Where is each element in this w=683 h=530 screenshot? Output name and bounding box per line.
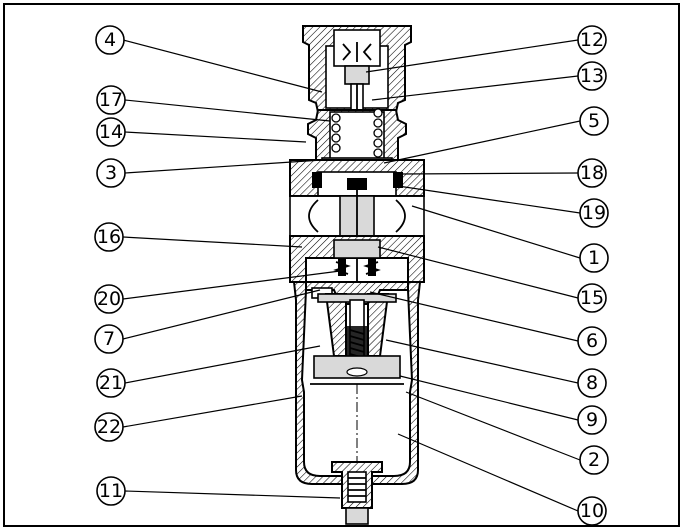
callout-label: 1 <box>588 247 600 269</box>
callout-20: 20 <box>94 284 124 314</box>
callout-label: 14 <box>99 121 123 143</box>
callout-1: 1 <box>579 243 609 273</box>
callout-label: 2 <box>588 449 600 471</box>
callout-22: 22 <box>94 412 124 442</box>
o-ring-right <box>393 172 403 188</box>
callout-label: 8 <box>586 372 598 394</box>
callout-label: 7 <box>103 328 115 350</box>
baffle <box>313 355 401 379</box>
drain-valve <box>347 471 367 503</box>
callout-13: 13 <box>577 61 607 91</box>
callout-5: 5 <box>579 106 609 136</box>
callout-label: 17 <box>99 89 123 111</box>
leader-lines <box>122 39 581 512</box>
callout-16: 16 <box>94 222 124 252</box>
regulating-spring <box>331 108 383 158</box>
valve-seat-top <box>347 178 367 190</box>
callout-8: 8 <box>577 368 607 398</box>
callout-label: 20 <box>97 288 121 310</box>
filter-bowl <box>292 281 422 485</box>
callout-11: 11 <box>96 476 126 506</box>
callout-label: 3 <box>105 162 117 184</box>
port-threads <box>308 199 406 233</box>
callout-label: 9 <box>586 409 598 431</box>
callout-label: 16 <box>97 226 121 248</box>
screw-nut <box>344 65 370 85</box>
filter-regulator-section <box>289 25 425 525</box>
callout-3: 3 <box>96 158 126 188</box>
callout-label: 12 <box>580 29 604 51</box>
callout-label: 5 <box>588 110 600 132</box>
callout-label: 22 <box>97 416 121 438</box>
adjusting-screw-head <box>342 42 372 62</box>
callout-17: 17 <box>96 85 126 115</box>
callout-2: 2 <box>579 445 609 475</box>
callout-label: 15 <box>580 287 604 309</box>
callout-15: 15 <box>577 283 607 313</box>
callout-14: 14 <box>96 117 126 147</box>
spring-right-block <box>368 258 376 276</box>
callout-label: 19 <box>582 202 606 224</box>
callout-label: 11 <box>99 480 123 502</box>
callout-19: 19 <box>579 198 609 228</box>
callout-4: 4 <box>95 25 125 55</box>
stud-nut <box>346 326 368 362</box>
callout-12: 12 <box>577 25 607 55</box>
valve-poppet <box>333 239 381 259</box>
o-ring-left <box>312 172 322 188</box>
spring-left-block <box>338 258 346 276</box>
callout-7: 7 <box>94 324 124 354</box>
callout-18: 18 <box>577 158 607 188</box>
callout-21: 21 <box>96 368 126 398</box>
callout-label: 21 <box>99 372 123 394</box>
callout-label: 4 <box>104 29 116 51</box>
callout-6: 6 <box>577 326 607 356</box>
callout-10: 10 <box>577 496 607 526</box>
drain-tip <box>345 507 369 525</box>
callout-label: 13 <box>580 65 604 87</box>
callout-9: 9 <box>577 405 607 435</box>
callout-label: 10 <box>580 500 604 522</box>
callout-label: 6 <box>586 330 598 352</box>
callout-label: 18 <box>580 162 604 184</box>
